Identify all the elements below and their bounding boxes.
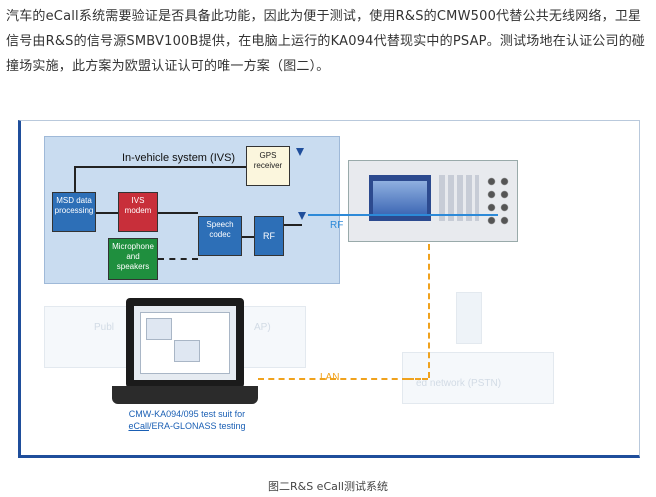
ivs-modem-block: IVS modem (118, 192, 158, 232)
mic-to-codec-dashed-line (158, 258, 198, 260)
laptop-caption-rest: /ERA-GLONASS testing (148, 421, 246, 431)
ivs-title: In-vehicle system (IVS) (122, 152, 236, 164)
instrument-ports (485, 175, 511, 227)
laptop (126, 298, 244, 388)
instrument-keypad (439, 175, 479, 221)
psap-label-fragment: AP) (254, 322, 271, 333)
laptop-caption-ecall: eCall (128, 421, 149, 431)
gps-receiver-block: GPS receiver (246, 146, 290, 186)
ecall-test-diagram: Publ AP) ed network (PSTN) In-vehicle sy… (18, 120, 642, 460)
speech-codec-block: Speech codec (198, 216, 242, 256)
rf-to-antenna-line (284, 224, 302, 226)
figure-caption: 图二R&S eCall测试系统 (267, 480, 388, 493)
instrument-screen (369, 175, 431, 221)
gps-to-msd-drop (74, 166, 76, 192)
codec-to-rf-line (242, 236, 254, 238)
pstn-label: ed network (PSTN) (416, 378, 502, 389)
article-paragraph: 汽车的eCall系统需要验证是否具备此功能，因此为便于测试，使用R&S的CMW5… (6, 9, 646, 74)
modem-to-switch-line (158, 212, 180, 214)
laptop-caption-line1: CMW-KA094/095 test suit for (128, 409, 246, 419)
gps-antenna-icon (296, 148, 304, 156)
laptop-app-panel-2 (174, 340, 200, 362)
rf-link-label: RF (330, 220, 344, 231)
msd-to-modem-line (96, 212, 118, 214)
laptop-screen (134, 306, 236, 380)
lan-right-stub (408, 378, 428, 380)
rf-block: RF (254, 216, 284, 256)
lan-horizontal-line (258, 378, 408, 380)
microphone-speakers-block: Microphone and speakers (108, 238, 158, 280)
public-network-label: Publ (94, 322, 115, 333)
lan-label: LAN (320, 372, 340, 383)
msd-processing-block: MSD data processing (52, 192, 96, 232)
laptop-app-panel (146, 318, 172, 340)
gps-to-msd-line (74, 166, 246, 168)
lan-vertical-from-instrument (428, 244, 430, 378)
laptop-caption: CMW-KA094/095 test suit for eCall/ERA-GL… (126, 408, 248, 432)
cmw500-instrument (348, 160, 518, 242)
rf-link-arrow (308, 214, 498, 216)
diagram-frame (18, 120, 640, 458)
switch-to-codec-line (180, 212, 198, 238)
laptop-keyboard-base (112, 386, 258, 404)
laptop-caption-line2: eCall/ERA-GLONASS testing (126, 420, 248, 432)
rf-antenna-icon (298, 212, 306, 220)
ghost-down-arrow (456, 292, 482, 344)
